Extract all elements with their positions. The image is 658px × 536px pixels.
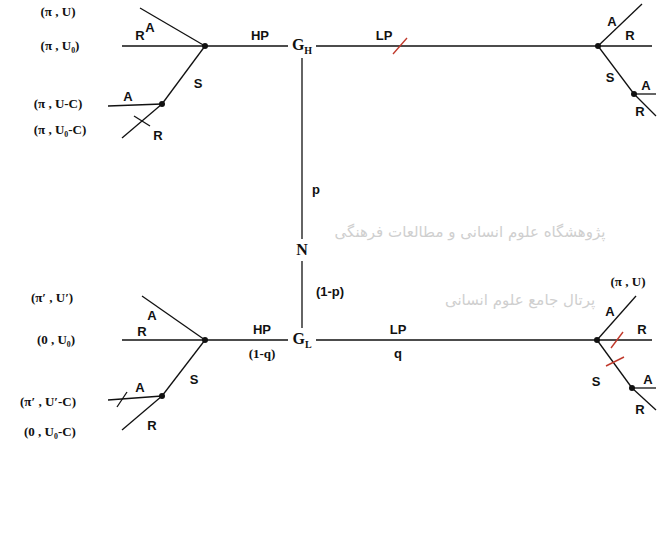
probability-label: p <box>311 183 321 197</box>
action-label: A <box>641 79 650 93</box>
payoff-label: (π , U) <box>41 5 76 19</box>
payoff-label: (π , U₀) <box>41 39 80 53</box>
action-label: A <box>147 309 156 323</box>
payoff-label: (1-q) <box>249 347 276 361</box>
player-name: GL <box>292 330 311 350</box>
action-label: S <box>592 375 601 389</box>
action-label: R <box>625 29 634 43</box>
action-label: R <box>635 403 644 417</box>
player-node: GH <box>288 34 316 58</box>
action-label: R <box>637 323 646 337</box>
action-label: q <box>394 347 402 361</box>
action-label: S <box>190 373 199 387</box>
action-label: A <box>605 305 614 319</box>
action-label: A <box>135 381 144 395</box>
payoff-label: (0 , U₀) <box>37 333 75 347</box>
action-label: LP <box>376 29 393 43</box>
action-label: S <box>194 77 203 91</box>
player-name: GH <box>292 36 312 56</box>
action-label: A <box>607 15 616 29</box>
action-label: A <box>123 90 132 104</box>
action-label: HP <box>253 323 271 337</box>
player-node: N <box>292 239 312 261</box>
action-label: R <box>147 419 156 433</box>
action-label: R <box>135 29 144 43</box>
player-node: GL <box>288 328 315 352</box>
probability-label: (1-p) <box>315 285 345 299</box>
payoff-label: (π , U-C) <box>34 97 83 111</box>
player-name: N <box>296 241 308 259</box>
payoff-label: (π , U₀-C) <box>34 123 87 137</box>
action-label: A <box>145 21 154 35</box>
chance-branch <box>301 58 302 239</box>
chance-branch <box>301 261 302 328</box>
payoff-label: (π′ , U′-C) <box>20 395 76 409</box>
action-label: R <box>153 129 162 143</box>
action-label: R <box>137 325 146 339</box>
action-label: S <box>606 71 615 85</box>
watermark: پرتال جامع علوم انسانی <box>445 292 595 309</box>
action-label: R <box>635 105 644 119</box>
action-label: A <box>643 373 652 387</box>
action-label: HP <box>251 29 269 43</box>
action-label: LP <box>390 323 407 337</box>
watermark: پژوهشگاه علوم انسانی و مطالعات فرهنگی <box>335 224 606 241</box>
payoff-label: (0 , U₀-C) <box>24 425 76 439</box>
payoff-label: (π , U) <box>611 275 646 289</box>
payoff-label: (π′ , U′) <box>31 291 73 305</box>
